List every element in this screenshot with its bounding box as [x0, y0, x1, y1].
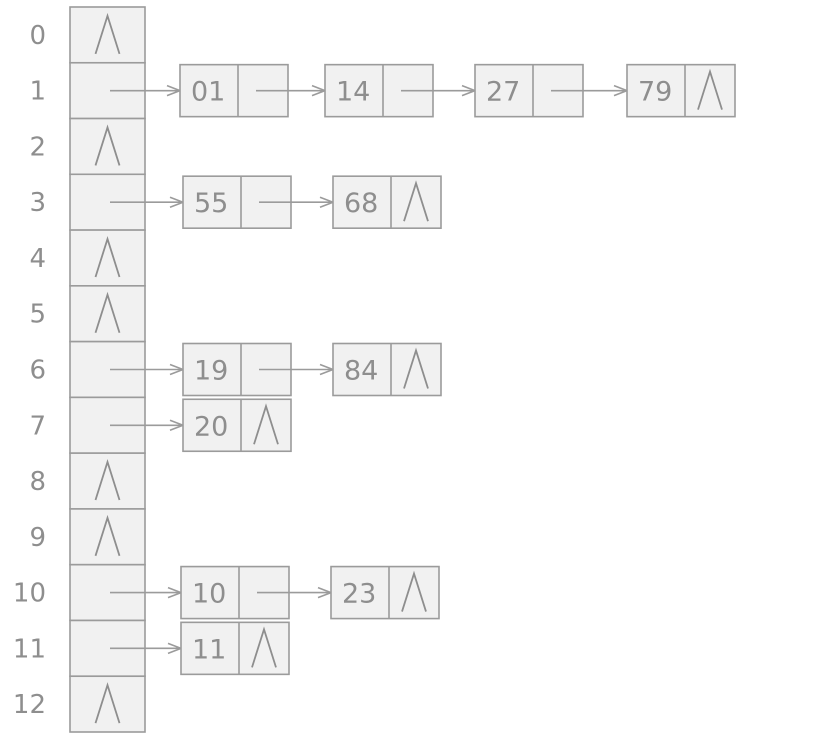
node-key-value: 27: [486, 77, 520, 108]
list-node: 14: [324, 63, 478, 118]
node-key-value: 79: [638, 77, 672, 108]
null-pointer-icon: [94, 514, 121, 557]
bucket-index-label: 7: [29, 411, 46, 441]
bucket-row-0: 0: [29, 6, 146, 64]
bucket-index-label: 8: [29, 467, 46, 497]
node-key-value: 19: [194, 356, 228, 387]
node-key-value: 84: [344, 356, 378, 387]
bucket-row-9: 9: [29, 508, 146, 566]
null-pointer-icon: [697, 68, 723, 110]
list-node: 20: [182, 398, 292, 453]
bucket-index-label: 11: [13, 634, 46, 664]
bucket-index-label: 6: [29, 356, 46, 386]
null-pointer-icon: [94, 459, 121, 501]
bucket-index-label: 0: [29, 21, 46, 51]
list-node: 19: [182, 342, 336, 397]
list-node: 79: [626, 63, 736, 118]
node-key-value: 11: [192, 634, 226, 665]
null-pointer-icon: [251, 626, 277, 668]
null-pointer-icon: [94, 682, 121, 724]
list-node: 84: [332, 342, 442, 397]
list-node: 10: [180, 565, 334, 620]
bucket-row-8: 8: [29, 452, 146, 510]
list-node: 23: [330, 565, 440, 620]
bucket-index-label: 4: [29, 244, 46, 274]
node-key-value: 01: [191, 77, 225, 108]
bucket-index-label: 9: [29, 523, 46, 553]
bucket-row-7: 7 20: [29, 396, 292, 454]
null-pointer-icon: [94, 291, 121, 334]
list-node: 27: [474, 63, 630, 118]
node-key-value: 10: [192, 579, 226, 610]
bucket-index-label: 3: [29, 188, 46, 218]
null-pointer-icon: [94, 235, 121, 278]
bucket-row-11: 11 11: [13, 619, 290, 678]
node-key-value: 55: [194, 188, 228, 219]
null-pointer-icon: [401, 570, 427, 612]
bucket-row-4: 4: [29, 229, 146, 287]
list-node: 55: [182, 175, 336, 229]
bucket-row-12: 12: [13, 675, 146, 733]
bucket-index-label: 10: [13, 579, 46, 609]
list-node: 68: [332, 175, 442, 229]
bucket-row-3: 3 55 68: [29, 173, 442, 231]
bucket-row-1: 1 01 14 27 79: [29, 61, 736, 120]
node-key-value: 68: [344, 188, 378, 219]
node-key-value: 14: [336, 77, 370, 108]
node-key-value: 23: [342, 579, 376, 610]
bucket-row-6: 6 19 84: [29, 340, 442, 399]
bucket-row-2: 2: [29, 117, 146, 176]
null-pointer-icon: [403, 180, 429, 222]
list-node: 01: [179, 63, 328, 118]
null-pointer-icon: [403, 347, 429, 389]
bucket-index-label: 1: [29, 77, 46, 107]
bucket-index-label: 5: [29, 300, 46, 330]
node-key-value: 20: [194, 411, 228, 442]
bucket-index-label: 2: [29, 132, 46, 162]
bucket-row-10: 10 10 23: [13, 563, 440, 622]
bucket-row-5: 5: [29, 285, 146, 343]
null-pointer-icon: [94, 12, 121, 55]
bucket-index-label: 12: [13, 690, 46, 720]
list-node: 11: [180, 621, 290, 676]
null-pointer-icon: [253, 403, 279, 445]
null-pointer-icon: [94, 124, 121, 166]
